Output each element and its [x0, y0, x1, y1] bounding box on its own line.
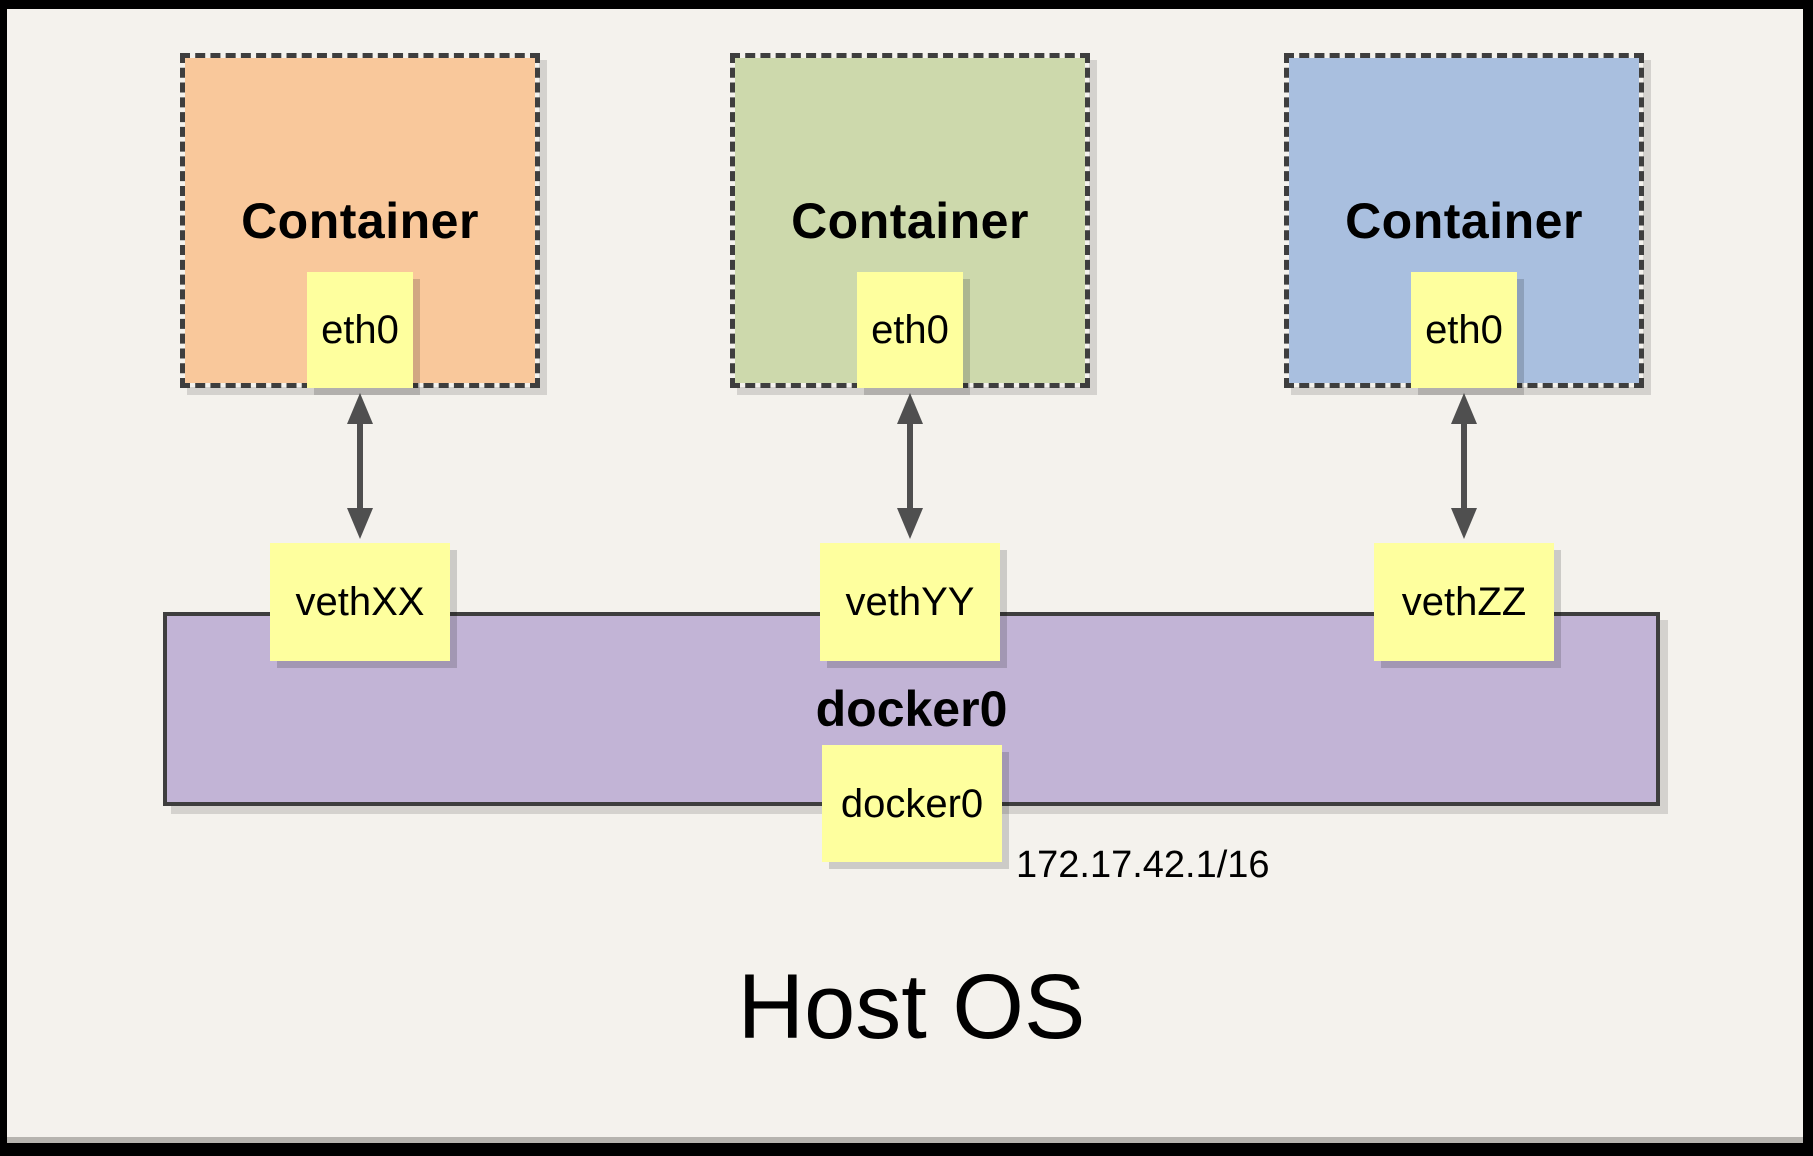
- frame-inner-shadow: [7, 1137, 1803, 1143]
- vethzz-box: vethZZ: [1374, 543, 1554, 661]
- vethyy-box: vethYY: [820, 543, 1000, 661]
- eth0-1-label: eth0: [321, 308, 399, 352]
- docker0-interface-box: docker0: [822, 745, 1002, 862]
- double-arrow-icon-1: [347, 393, 373, 539]
- eth0-box-1: eth0: [307, 272, 413, 388]
- host-os-label: Host OS: [737, 956, 1086, 1058]
- double-arrow-icon-3: [1451, 393, 1477, 539]
- container-3-label: Container: [1345, 192, 1583, 249]
- eth0-3-label: eth0: [1425, 308, 1503, 352]
- bridge-ip-label: 172.17.42.1/16: [1016, 844, 1270, 886]
- eth0-box-2: eth0: [857, 272, 963, 388]
- vethxx-box: vethXX: [270, 543, 450, 661]
- eth0-2-label: eth0: [871, 308, 949, 352]
- vethyy-label: vethYY: [845, 580, 975, 624]
- vethzz-label: vethZZ: [1401, 580, 1527, 624]
- double-arrow-icon-2: [897, 393, 923, 539]
- vethxx-label: vethXX: [295, 580, 425, 624]
- eth0-box-3: eth0: [1411, 272, 1517, 388]
- container-1-label: Container: [241, 192, 479, 249]
- container-box-1: Container: [180, 53, 540, 388]
- docker0-interface-label: docker0: [840, 781, 984, 826]
- container-2-label: Container: [791, 192, 1029, 249]
- docker0-bridge-label: docker0: [815, 681, 1008, 737]
